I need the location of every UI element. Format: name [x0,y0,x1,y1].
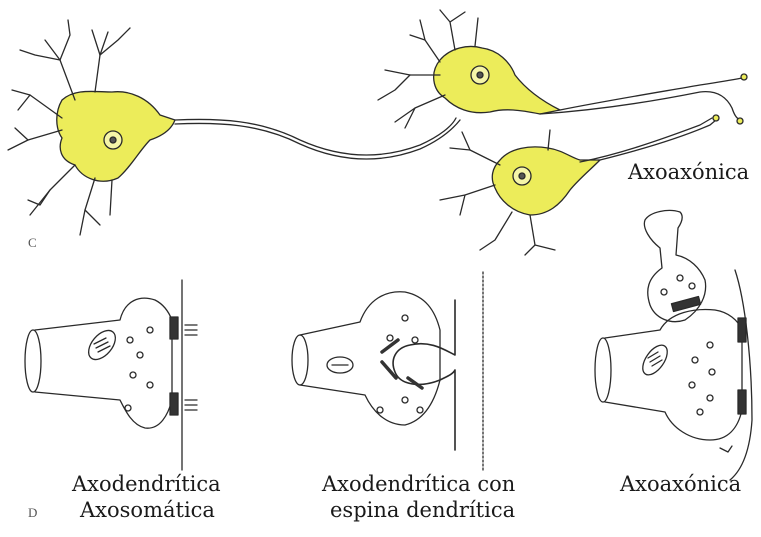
terminal-left [35,298,172,428]
synapse-axodendritic [25,280,197,470]
neuron-bottom-right-soma [492,147,600,215]
label-axodendritic-spine-1: Axodendrítica con [322,472,515,496]
dendritic-spine [393,300,455,450]
terminal-right-main [605,310,742,440]
label-axodendritic-spine-2: espina dendrítica [330,498,515,522]
panel-letter-c: C [28,235,37,251]
synapse-axoaxonic [595,210,752,480]
panel-letter-d: D [28,505,37,521]
mitochondrion-right [638,341,672,379]
label-axosomatic: Axosomática [80,498,215,522]
label-d-axoaxonic: Axoaxónica [620,472,741,496]
neuron-top-right [378,10,747,128]
terminal-middle [300,292,440,425]
synapse-spine [292,272,483,470]
neuron-top-right-soma [434,47,560,115]
label-axodendritic: Axodendrítica [72,472,221,496]
neuron-left [8,20,460,235]
postsynaptic-membrane-right [730,270,752,480]
label-c-axoaxonic: Axoaxónica [628,160,749,184]
